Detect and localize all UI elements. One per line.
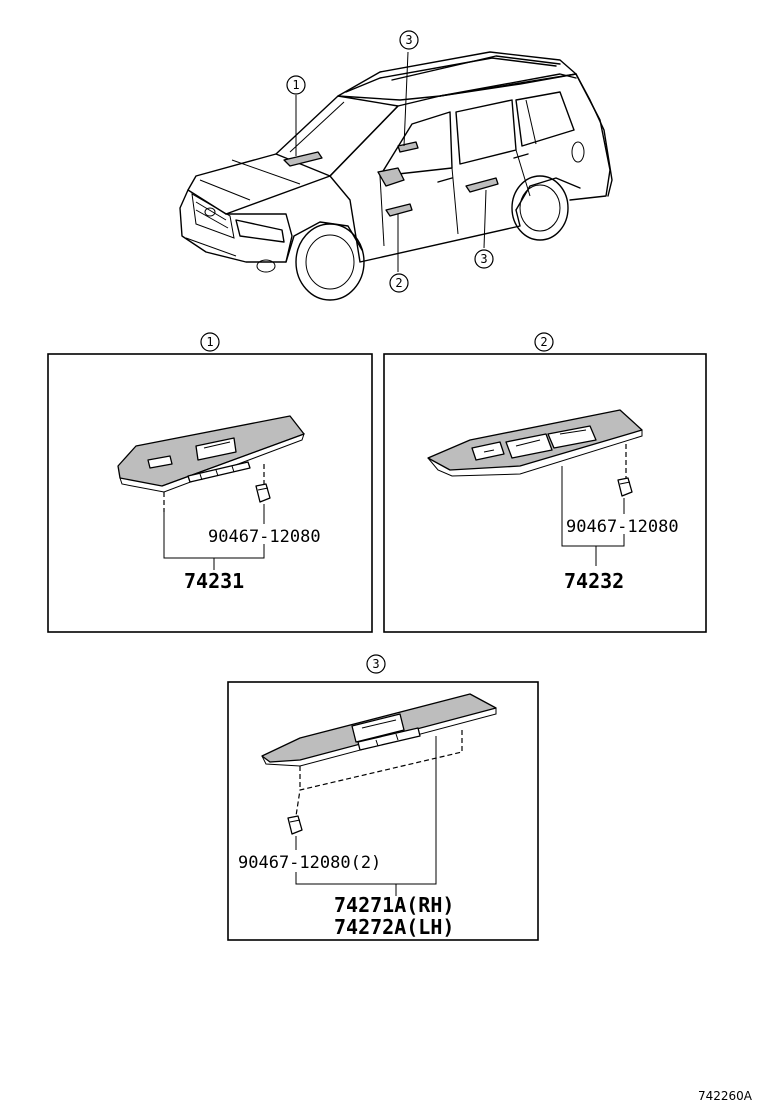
svg-text:1: 1 (292, 78, 299, 92)
svg-text:2: 2 (540, 335, 547, 349)
switch-panel-74232 (427, 409, 643, 477)
svg-text:2: 2 (395, 276, 402, 290)
callout-vehicle-1: 1 (286, 75, 306, 95)
section-1: 1 90467-12080 74231 (47, 332, 373, 633)
svg-text:1: 1 (206, 335, 213, 349)
section-3-callout: 3 (366, 654, 386, 674)
part-number-90467-12080-s1: 90467-12080 (208, 527, 321, 547)
callout-vehicle-3-bottom: 3 (474, 249, 494, 269)
diagram-code: 742260A (698, 1089, 753, 1103)
section-2-frame (383, 353, 707, 633)
part-number-74272A-LH: 74272A(LH) (334, 915, 454, 939)
vehicle-illustration: 1 3 2 3 (179, 30, 613, 301)
clip-90467-12080-s3 (287, 815, 303, 835)
clip-90467-12080-s1 (255, 483, 271, 503)
svg-text:3: 3 (405, 33, 412, 47)
part-number-74231: 74231 (184, 569, 244, 593)
part-number-90467-12080-2: 90467-12080(2) (238, 853, 381, 873)
switch-panel-74271A (261, 693, 497, 767)
callout-vehicle-3-top: 3 (399, 30, 419, 50)
part-number-90467-12080-s2: 90467-12080 (566, 517, 679, 537)
section-3: 3 90467-12080(2) 74271A(RH) 74272A(LH) (227, 654, 539, 941)
callout-vehicle-2: 2 (389, 273, 409, 293)
part-number-74271A-RH: 74271A(RH) (334, 893, 454, 917)
section-2: 2 90467-12080 74232 (383, 332, 707, 633)
section-3-frame (227, 681, 539, 941)
section-1-frame (47, 353, 373, 633)
switch-panel-74231 (117, 415, 305, 493)
svg-text:3: 3 (372, 657, 379, 671)
section-1-callout: 1 (200, 332, 220, 352)
svg-text:3: 3 (480, 252, 487, 266)
part-number-74232: 74232 (564, 569, 624, 593)
section-2-callout: 2 (534, 332, 554, 352)
clip-90467-12080-s2 (617, 477, 633, 497)
